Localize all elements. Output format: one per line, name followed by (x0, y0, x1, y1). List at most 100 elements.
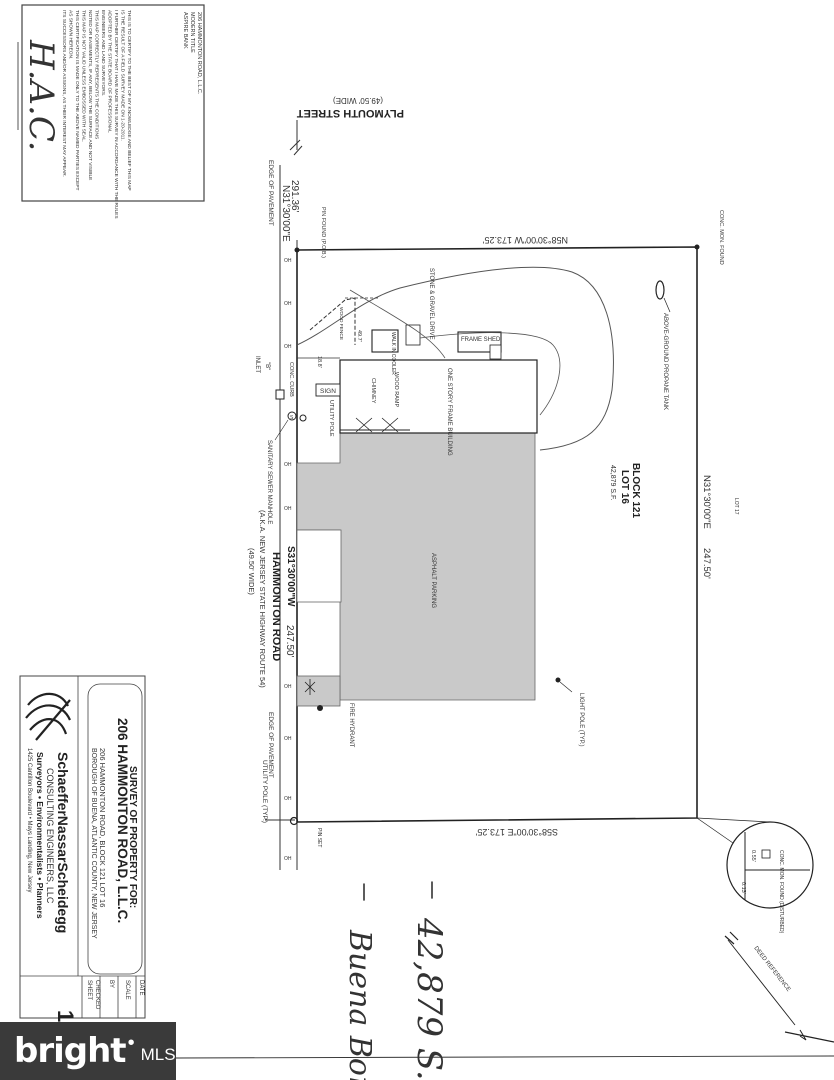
inlet-b-label: "B" (264, 362, 270, 370)
location-line-1: 206 HAMMONTON ROAD, BLOCK 121 LOT 16 (98, 748, 107, 907)
oh-label: OH (284, 506, 292, 512)
oh-label: OH (284, 684, 292, 690)
utility-pole-typ-label: UTILITY POLE (TYP.) (261, 760, 268, 823)
certification-block: 206 HAMMONTON ROAD, L.L.C. MODERN TITLE … (17, 4, 205, 219)
pin-set-label: PIN SET (316, 828, 322, 847)
watermark-mls: MLS (140, 1045, 176, 1064)
cert-signature: H.A.C. (21, 39, 61, 151)
wood-ramp-label: WOOD RAMP (393, 372, 399, 407)
propane-tank: ABOVE-GROUND PROPANE TANK (655, 280, 671, 410)
conc-curb-label: CONC. CURB (288, 362, 294, 397)
sheet-number: 1 (53, 1010, 78, 1022)
firm-logo-icon (25, 692, 72, 741)
hammonton-road-name: HAMMONTON ROAD (270, 552, 282, 661)
plymouth-street: PLYMOUTH STREET (49.50' WIDE) EDGE OF PA… (267, 96, 404, 258)
pin-found-label: PIN FOUND (P.O.B.) (320, 207, 326, 258)
cert-line-7: NOTED OR EASEMENTS, IF ANY, BELOW THE SU… (87, 10, 93, 180)
firm-address: 1425 Cantillon Boulevard • Mays Landing,… (26, 748, 32, 893)
firm-subtitle: CONSULTING ENGINEERS, LLC (45, 768, 55, 904)
sheet-bottom-rule (175, 1055, 834, 1059)
building-label: ONE STORY FRAME BUILDING (446, 368, 452, 456)
north-line-bearing: N58°30'00"W 173.25' (482, 235, 568, 245)
cert-line-1: THIS IS TO CERTIFY TO THE BEST OF MY KNO… (126, 10, 132, 191)
overhead-wire-labels: OH OH OH OH OH OH OH OH OH (284, 258, 292, 862)
corner-bearing: N31°30'00"E (280, 185, 291, 242)
watermark-dot-icon: • (127, 1031, 135, 1054)
east-line-bearing: N31°30'00"E (701, 475, 712, 529)
location-line-2: BOROUGH OF BUENA, ATLANTIC COUNTY, NEW J… (90, 748, 97, 939)
inlet-label: INLET (254, 356, 260, 373)
cert-heading-1: 206 HAMMONTON ROAD, L.L.C. (196, 12, 202, 95)
wood-fence (309, 297, 356, 345)
road-distance: 247.50' (284, 625, 295, 658)
road-cutout (296, 529, 342, 603)
north-arrow (784, 1031, 834, 1043)
field-checked: CHECKED (94, 980, 100, 1010)
lot-label: LOT 16 (619, 470, 630, 504)
east-line-distance: 247.50' (701, 548, 712, 579)
sign-label: SIGN (320, 388, 336, 395)
asphalt-parking-label: ASPHALT PARKING (430, 553, 436, 608)
offset-055: 0.55' (750, 850, 756, 862)
sanitary-label: SANITARY SEWER MANHOLE (266, 440, 272, 524)
light-pole (555, 677, 561, 683)
chimney-label: CHIMNEY (370, 378, 376, 404)
cert-line-2: IS THE RESULT OF A FIELD SURVEY MADE ON … (120, 10, 126, 141)
plymouth-street-width: (49.50' WIDE) (333, 96, 383, 105)
watermark-brand: bright (14, 1031, 127, 1071)
hammonton-road-width: (49.50' WIDE) (247, 548, 256, 595)
asphalt-parking: ASPHALT PARKING (296, 414, 536, 707)
oh-label: OH (284, 736, 292, 742)
lot-area: 42,879 S.F. (609, 465, 616, 500)
pin-set-point (289, 816, 299, 826)
deed-reference-label: DEED REFERENCE (752, 946, 791, 993)
firm-name: SchaefferNassarScheidegg (55, 752, 71, 933)
brightmls-watermark: bright • MLS (0, 1022, 176, 1080)
stone-drive-label: STONE & GRAVEL DRIVE (428, 268, 434, 340)
structures: ONE STORY FRAME BUILDING WOOD RAMP CHIMN… (339, 324, 538, 456)
walk-in-cooler (371, 329, 399, 353)
oh-label: OH (284, 796, 292, 802)
block-label: BLOCK 121 (630, 463, 641, 518)
field-sheet: SHEET (86, 980, 92, 1000)
cert-line-5: ENGINEERS AND LAND SURVEYORS. (100, 10, 106, 96)
dim-18-8: 18.8' (316, 356, 322, 368)
cert-line-11: ITS SUCCESSORS AND/OR ASSIGNS, AS THEIR … (61, 10, 67, 177)
corner-detail: 0.55' 0.13' CONC. MON. FOUND (DISTURBED) (696, 817, 814, 934)
offset-013: 0.13' (740, 882, 746, 894)
sign (315, 383, 341, 397)
cert-line-8: THIS MAP IS NOT VALID UNLESS EMBOSSED WI… (81, 10, 87, 142)
field-scale: SCALE (124, 980, 130, 1000)
sanitary-manhole (287, 411, 297, 421)
survey-of-label: SURVEY OF PROPERTY FOR: (127, 766, 138, 908)
frame-shed-label: FRAME SHED (461, 337, 501, 343)
cert-line-6: THIS MAP CORRECTLY REPRESENTS THE CONDIT… (94, 10, 100, 139)
utility-pole (299, 414, 307, 422)
cert-heading-2: MODERN TITLE (189, 12, 195, 53)
cert-line-10: AS SHOWN HEREON. (68, 10, 74, 59)
dim-49-7: 49.7' (356, 330, 362, 342)
oh-label: OH (284, 344, 292, 350)
lot-17-note: LOT 17 (733, 498, 739, 515)
field-by: BY (108, 980, 114, 988)
oh-label: OH (284, 462, 292, 468)
utility-pole-label: UTILITY POLE (328, 400, 334, 437)
conc-mon-point (694, 244, 700, 250)
one-story-frame-building (339, 359, 538, 434)
south-line-bearing: S58°30'00"E 173.25' (475, 827, 558, 837)
roadside-features: 18.8' CONC. CURB "B" INLET SIGN UTILITY … (254, 356, 584, 748)
title-block: SURVEY OF PROPERTY FOR: 206 HAMMONTON RO… (19, 675, 146, 1022)
plymouth-street-name: PLYMOUTH STREET (297, 107, 404, 119)
driveway-apron (296, 675, 341, 707)
oh-label: OH (284, 258, 292, 264)
cert-heading-3: ASPIRE BANK (182, 12, 188, 49)
client-name: 206 HAMMONTON ROAD, L.L.C. (115, 718, 130, 923)
conc-found-label: CONC. MON. FOUND (718, 210, 724, 265)
propane-label: ABOVE-GROUND PROPANE TANK (662, 313, 668, 410)
lot-identification: BLOCK 121 LOT 16 42,879 S.F. (609, 463, 641, 518)
walk-in-cooler-label: WALK IN COOLER (390, 332, 396, 375)
firm-disciplines: Surveyors • Environmentalists • Planners (35, 752, 45, 919)
handwritten-area: 42,879 S.F. (409, 917, 449, 1080)
cert-line-4: ADOPTED BY THE STATE BOARD OF PROFESSION… (107, 10, 113, 133)
